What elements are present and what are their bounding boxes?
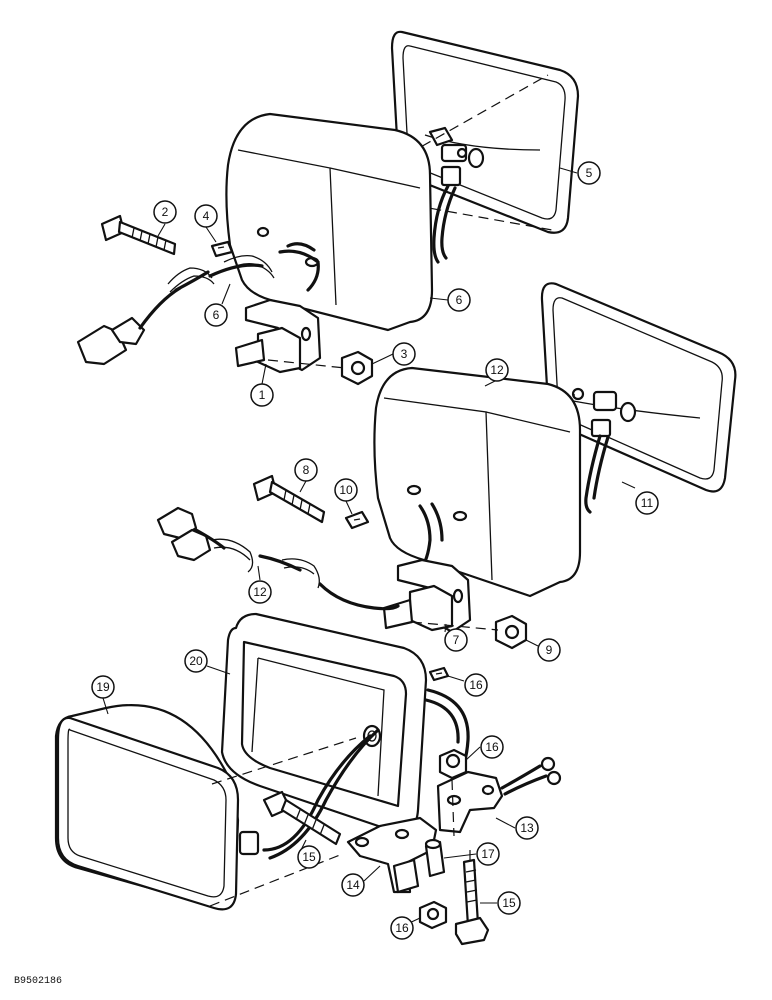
svg-text:6: 6 — [456, 293, 463, 307]
svg-text:15: 15 — [302, 850, 316, 864]
callout-16-top: 16 — [464, 673, 488, 697]
svg-text:16: 16 — [395, 921, 409, 935]
top-harness-connector — [76, 286, 182, 366]
bottom-lamp-housing — [220, 612, 428, 834]
callout-16-bottom: 16 — [390, 916, 414, 940]
bottom-guide-line — [451, 779, 455, 837]
bottom-lower-nut — [418, 900, 448, 930]
svg-text:19: 19 — [96, 680, 110, 694]
bottom-lower-bolt — [454, 858, 490, 946]
bottom-side-bracket — [436, 770, 504, 834]
svg-text:10: 10 — [339, 483, 353, 497]
middle-nut-guide-line — [411, 621, 499, 631]
callout-3: 3 — [392, 342, 416, 366]
callout-1: 1 — [250, 383, 274, 407]
bottom-lamp-lens — [54, 704, 260, 911]
middle-mounting-bolt — [252, 474, 326, 524]
callout-15-upper: 15 — [297, 845, 321, 869]
top-screw — [210, 240, 234, 258]
svg-text:14: 14 — [346, 878, 360, 892]
top-harness-sleeve — [167, 254, 275, 293]
callout-2: 2 — [153, 200, 177, 224]
svg-text:12: 12 — [490, 363, 504, 377]
callout-6-housing: 6 — [447, 288, 471, 312]
top-mounting-bracket — [234, 298, 322, 374]
svg-text:4: 4 — [203, 209, 210, 223]
callout-14: 14 — [341, 873, 365, 897]
top-nut — [340, 350, 374, 386]
callout-5: 5 — [577, 161, 601, 185]
middle-lamp-housing — [373, 366, 582, 598]
svg-text:7: 7 — [453, 633, 460, 647]
callout-11: 11 — [635, 491, 659, 515]
middle-harness-connector — [156, 506, 226, 562]
callout-4: 4 — [194, 204, 218, 228]
callout-8: 8 — [294, 458, 318, 482]
callout-10: 10 — [334, 478, 358, 502]
svg-text:5: 5 — [586, 166, 593, 180]
middle-lamp-lens — [540, 282, 737, 514]
callout-6-harness: 6 — [204, 303, 228, 327]
callout-9: 9 — [537, 638, 561, 662]
bottom-spacer — [424, 838, 446, 878]
top-lamp-housing — [225, 112, 434, 332]
svg-text:16: 16 — [485, 740, 499, 754]
callout-12-housing: 12 — [485, 358, 509, 382]
svg-text:12: 12 — [253, 585, 267, 599]
bottom-lens-guide-line — [211, 737, 357, 785]
svg-text:20: 20 — [189, 654, 203, 668]
svg-text:13: 13 — [520, 821, 534, 835]
callout-12-harness: 12 — [248, 580, 272, 604]
leader-lines — [102, 167, 636, 926]
callout-20: 20 — [184, 649, 208, 673]
callout-7: 7 — [444, 628, 468, 652]
bottom-left-bolt — [262, 790, 342, 846]
top-mounting-bolt — [100, 214, 177, 256]
callout-19: 19 — [91, 675, 115, 699]
top-nut-guide-line — [267, 359, 346, 369]
bottom-ground-wire — [500, 756, 562, 796]
callout-13: 13 — [515, 816, 539, 840]
svg-text:9: 9 — [546, 643, 553, 657]
svg-text:8: 8 — [303, 463, 310, 477]
svg-text:3: 3 — [401, 347, 408, 361]
middle-mounting-bracket — [382, 558, 472, 634]
top-lens-guide-line-2 — [383, 199, 553, 231]
svg-text:16: 16 — [469, 678, 483, 692]
svg-text:2: 2 — [162, 205, 169, 219]
drawing-code: B9502186 — [14, 976, 62, 987]
callout-17: 17 — [476, 842, 500, 866]
middle-harness-sleeve — [211, 538, 400, 611]
svg-text:17: 17 — [481, 847, 495, 861]
svg-text:15: 15 — [502, 896, 516, 910]
bottom-side-bracket-nut — [438, 748, 468, 780]
svg-text:11: 11 — [641, 496, 654, 510]
svg-text:6: 6 — [213, 308, 220, 322]
bottom-mounting-bracket — [346, 816, 438, 894]
middle-screw — [344, 510, 370, 530]
callout-16-middle: 16 — [480, 735, 504, 759]
bottom-top-screw — [428, 666, 450, 682]
top-lamp-lens — [390, 30, 580, 234]
middle-nut — [494, 614, 528, 650]
svg-text:1: 1 — [259, 388, 266, 402]
callout-15-lower: 15 — [497, 891, 521, 915]
